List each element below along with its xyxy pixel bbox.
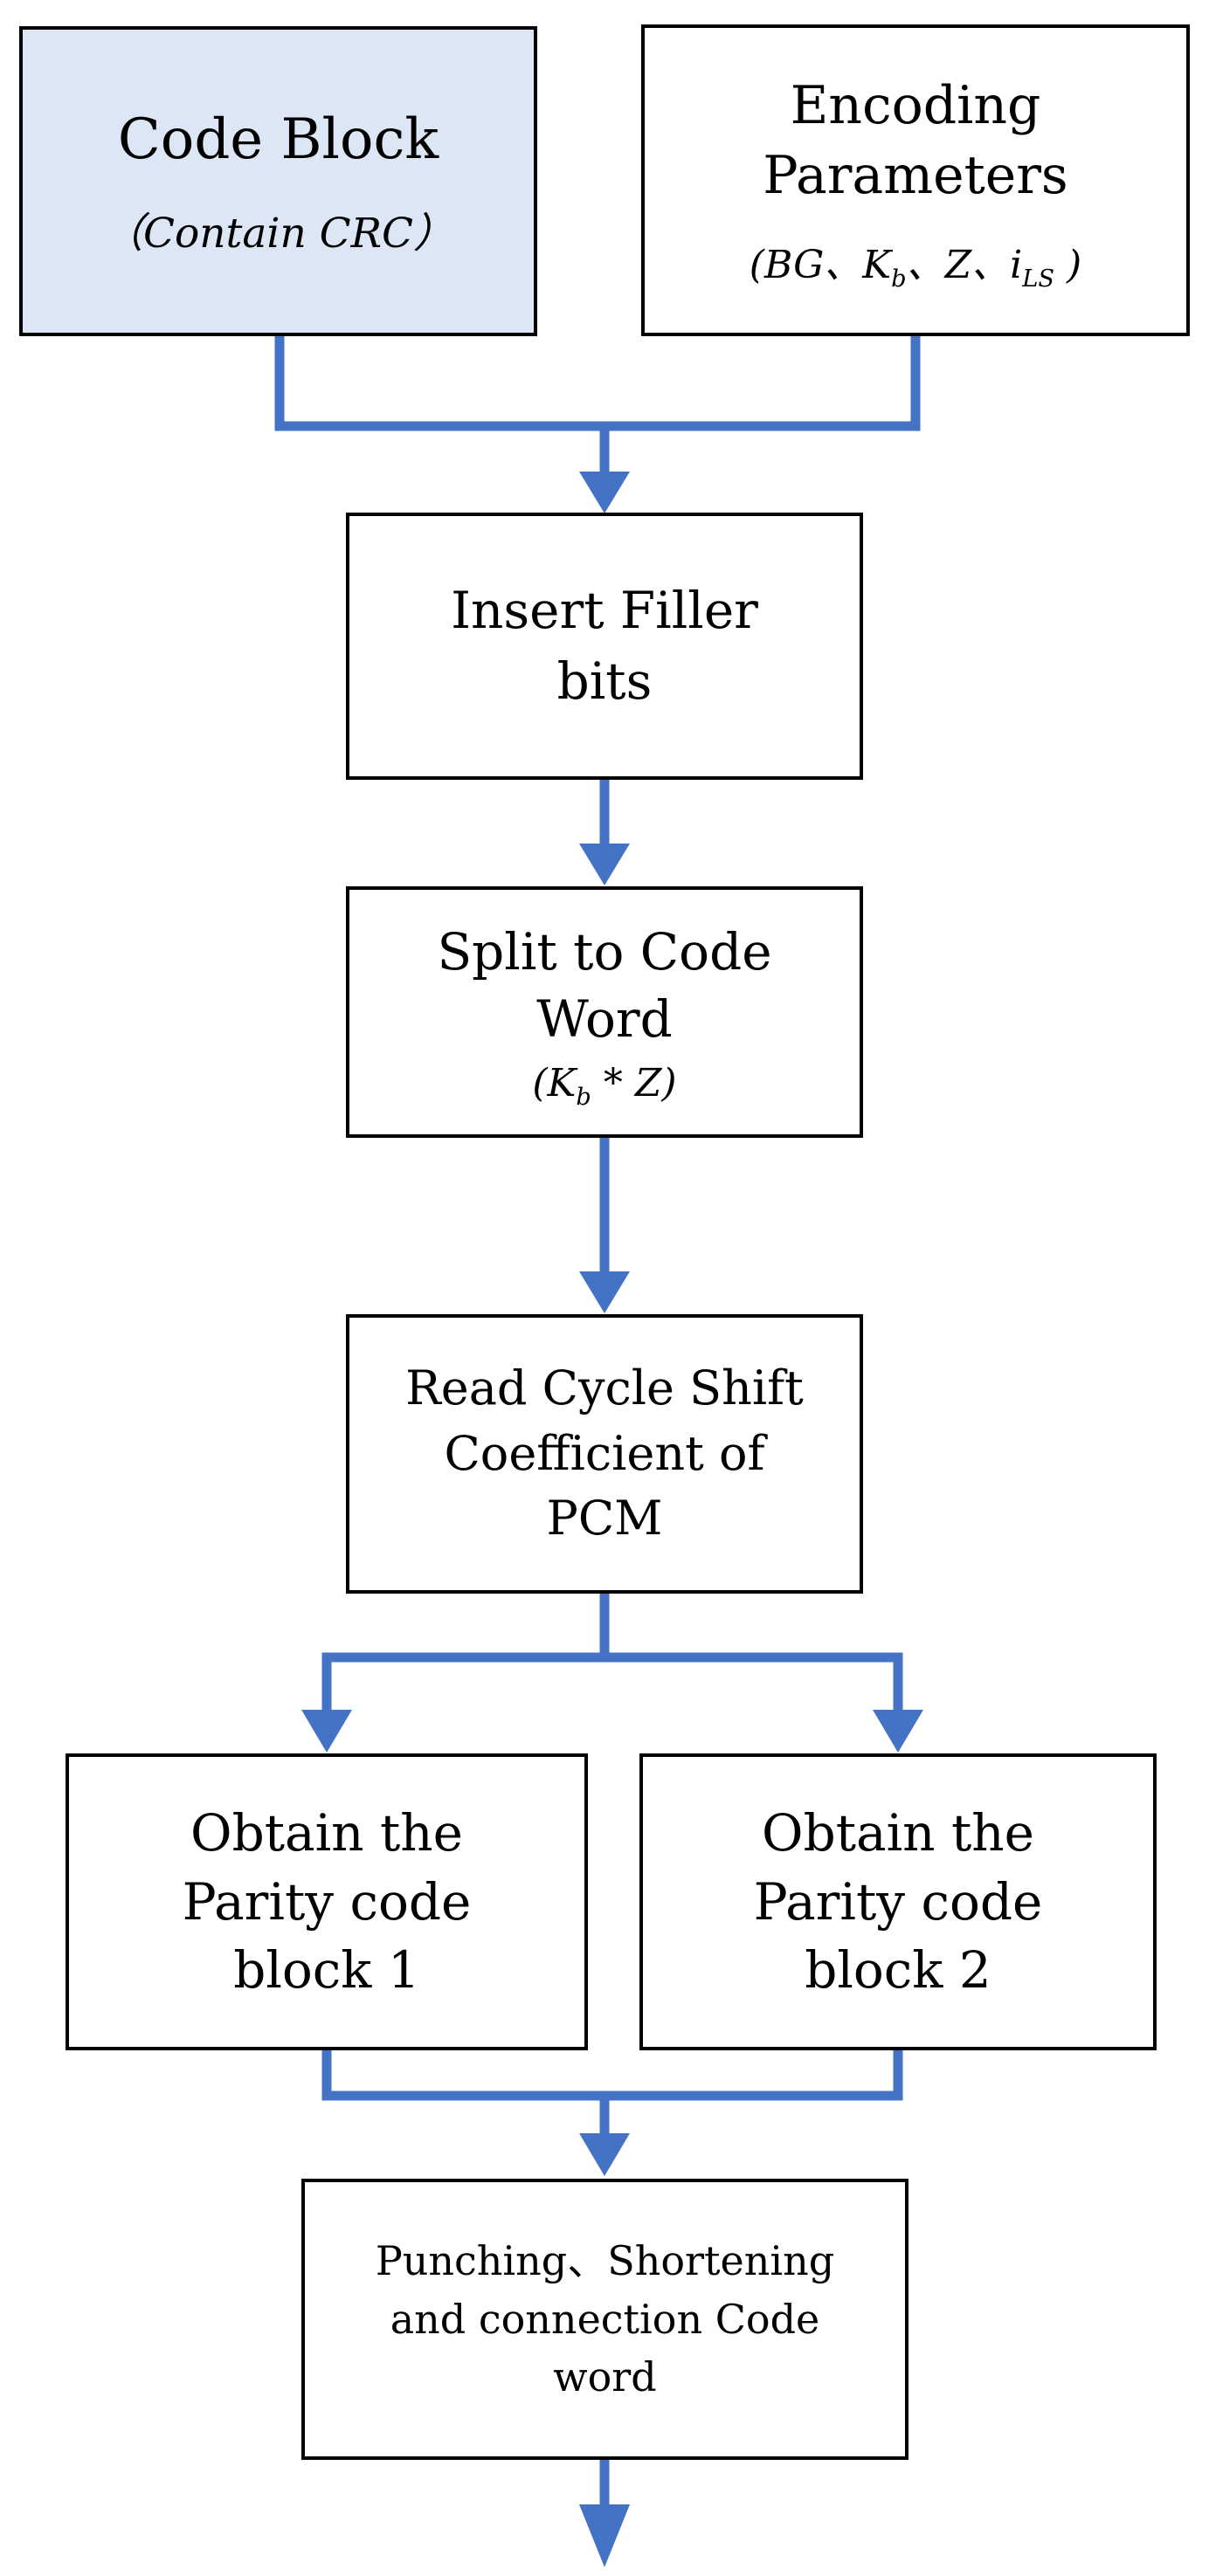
box-split-to-code-word: Split to Code Word (Kb * Z): [346, 886, 863, 1138]
box-punching-shortening-connection: Punching、Shortening and connection Code …: [301, 2179, 908, 2460]
arrowhead-insert-filler: [579, 472, 630, 513]
read-pcm-line2: Coefficient of: [444, 1425, 765, 1481]
formula-text: * Z): [591, 1061, 677, 1106]
parity1-line1: Obtain the: [190, 1802, 463, 1863]
punching-line1: Punching、Shortening: [375, 2236, 835, 2284]
split-code-word-line2: Word: [536, 988, 673, 1049]
connector-arrowheads: [301, 472, 923, 2567]
arrowhead-parity2: [873, 1710, 923, 1753]
split-code-word-line1: Split to Code: [437, 921, 772, 981]
insert-filler-line1: Insert Filler: [451, 580, 758, 640]
box-parity-code-block-1: Obtain the Parity code block 1: [66, 1753, 588, 2050]
arrowhead-read-pcm: [579, 1271, 630, 1313]
encoding-parameters-line2: Parameters: [763, 144, 1068, 206]
arrowhead-output: [579, 2504, 630, 2567]
read-pcm-line3: PCM: [546, 1491, 663, 1546]
parity2-line3: block 2: [805, 1940, 991, 2001]
box-parity-code-block-2: Obtain the Parity code block 2: [639, 1753, 1157, 2050]
formula-subscript: b: [576, 1083, 591, 1111]
parity2-line1: Obtain the: [762, 1802, 1034, 1863]
arrowhead-parity1: [301, 1710, 352, 1753]
encoding-parameters-line1: Encoding: [790, 75, 1041, 137]
formula-text: 、Z、i: [906, 242, 1023, 287]
formula-subscript: LS: [1022, 265, 1055, 293]
box-encoding-parameters: Encoding Parameters (BG、Kb、Z、iLS ): [641, 24, 1190, 336]
parity1-line2: Parity code: [182, 1871, 472, 1932]
encoding-parameters-formula: (BG、Kb、Z、iLS ): [749, 233, 1082, 293]
punching-line2: and connection Code: [390, 2295, 820, 2343]
box-code-block: Code Block （Contain CRC）: [19, 26, 537, 336]
formula-subscript: b: [891, 265, 907, 293]
parity1-line3: block 1: [233, 1940, 420, 2001]
formula-text: (BG、K: [749, 242, 892, 287]
parity2-line2: Parity code: [753, 1871, 1043, 1932]
formula-text: (K: [532, 1061, 577, 1106]
formula-text: ): [1054, 242, 1082, 287]
box-insert-filler-bits: Insert Filler bits: [346, 513, 863, 780]
punching-line3: word: [553, 2353, 657, 2401]
connector-lines: [274, 334, 921, 2510]
box-read-cycle-shift-coefficient: Read Cycle Shift Coefficient of PCM: [346, 1314, 863, 1594]
insert-filler-line2: bits: [556, 651, 653, 711]
code-block-subtitle: （Contain CRC）: [102, 210, 454, 258]
arrowhead-split: [579, 844, 630, 885]
arrowhead-punching: [579, 2133, 630, 2176]
split-code-word-formula: (Kb * Z): [532, 1061, 677, 1109]
code-block-title: Code Block: [117, 107, 439, 172]
read-pcm-line1: Read Cycle Shift: [405, 1360, 804, 1416]
